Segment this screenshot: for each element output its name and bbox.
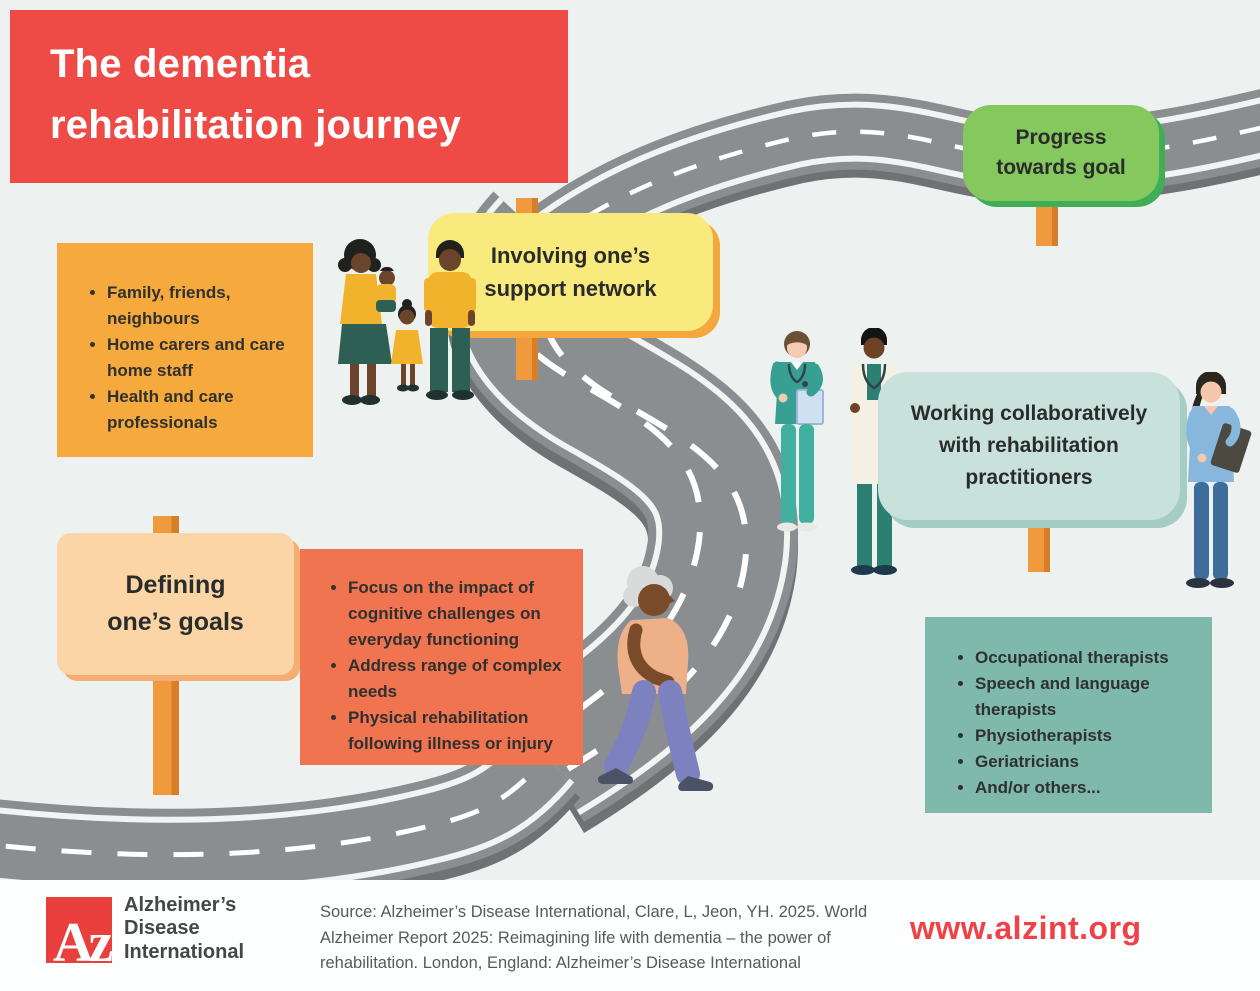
org-name-line: Disease xyxy=(124,917,200,940)
clinician-illustration xyxy=(1186,372,1252,588)
list-item: Occupational therapists xyxy=(975,645,1204,671)
family-illustration xyxy=(338,239,476,405)
title-banner: The dementia rehabilitation journey xyxy=(10,10,568,183)
source-citation: Source: Alzheimer’s Disease Internationa… xyxy=(320,903,868,973)
sign-working-label: Working collaboratively with rehabilitat… xyxy=(910,402,1148,489)
defining-goals-box: Focus on the impact of cognitive challen… xyxy=(300,549,583,765)
list-item: Physiotherapists xyxy=(975,723,1204,749)
signpost-working-post xyxy=(1028,516,1050,572)
sign-progress-label: Progress towards goal xyxy=(996,125,1126,179)
signpost-support-post-bottom xyxy=(516,328,538,380)
sign-support-network: Involving one’s support network xyxy=(428,213,713,331)
page-title: The dementia rehabilitation journey xyxy=(50,42,462,147)
list-item: Home carers and care home staff xyxy=(107,332,299,384)
older-person-illustration xyxy=(597,566,714,791)
adi-logo-monogram: Az xyxy=(53,912,112,963)
road-segment-top xyxy=(525,89,1260,282)
list-item: Family, friends, neighbours xyxy=(107,280,299,332)
list-item: Address range of complex needs xyxy=(348,653,573,705)
signpost-progress-post xyxy=(1036,197,1058,246)
road-segment-bottom xyxy=(0,727,581,911)
signpost-support-post-top xyxy=(516,198,538,216)
list-item: Health and care professionals xyxy=(107,384,299,436)
org-name-line: Alzheimer’s xyxy=(124,894,237,916)
footer: Az Alzheimer’s Disease International Sou… xyxy=(0,880,1260,991)
practitioners-box: Occupational therapistsSpeech and langua… xyxy=(925,617,1212,813)
org-name-line: International xyxy=(124,940,245,963)
list-item: Geriatricians xyxy=(975,749,1204,775)
sign-working-collaboratively: Working collaboratively with rehabilitat… xyxy=(878,372,1180,520)
support-network-list: Family, friends, neighboursHome carers a… xyxy=(83,280,299,436)
list-item: And/or others... xyxy=(975,775,1204,801)
list-item: Speech and language therapists xyxy=(975,671,1204,723)
sign-defining-label: Defining one’s goals xyxy=(107,570,244,637)
sign-progress-towards-goal: Progress towards goal xyxy=(963,105,1159,201)
adi-logo: Az xyxy=(46,897,112,963)
defining-goals-list: Focus on the impact of cognitive challen… xyxy=(324,575,573,757)
list-item: Physical rehabilitation following illnes… xyxy=(348,705,573,757)
practitioners-list: Occupational therapistsSpeech and langua… xyxy=(951,645,1204,801)
website-link[interactable]: www.alzint.org xyxy=(910,910,1142,946)
support-network-box: Family, friends, neighboursHome carers a… xyxy=(57,243,313,457)
org-name: Alzheimer’s Disease International xyxy=(124,894,244,964)
sign-defining-goals: Defining one’s goals xyxy=(57,533,294,675)
list-item: Focus on the impact of cognitive challen… xyxy=(348,575,573,653)
sign-support-label: Involving one’s support network xyxy=(484,243,657,301)
